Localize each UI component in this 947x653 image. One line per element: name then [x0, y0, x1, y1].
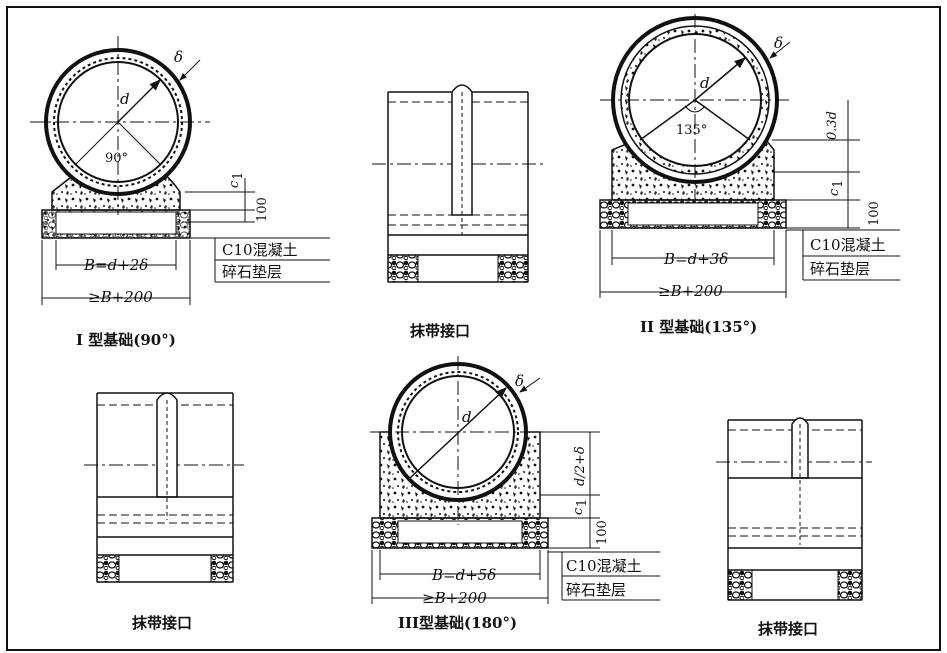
p3-concrete: C10混凝土: [810, 236, 886, 254]
p1-c1: c: [227, 180, 242, 188]
panel-type-i: δ d 90° c 1 100 C10混凝土 碎石垫层 B=d+2δ ≥B+20…: [30, 36, 330, 349]
p5-c1-sub: 1: [575, 499, 590, 507]
p3-b-label: B=d+3δ: [663, 250, 728, 268]
panel-type-iii: δ d d/2+δ c 1 100 C10混凝土 碎石垫层 B=d+5δ ≥B+…: [370, 356, 660, 632]
p5-concrete: C10混凝土: [566, 557, 642, 575]
p5-outer-label: ≥B+200: [422, 589, 487, 607]
panel-type-ii: δ d 135° 0.3d c 1 100 C10混凝土 碎石垫层 B=d+3δ…: [599, 14, 900, 336]
panel-joint-left: 抹带接口: [84, 392, 244, 632]
panel-joint-top: 抹带接口: [372, 84, 546, 340]
p3-diameter: d: [700, 74, 710, 92]
p5-c1: c: [571, 507, 586, 515]
p1-angle: 90°: [105, 151, 128, 166]
p5-caption: III型基础(180°): [398, 614, 517, 632]
p3-h100: 100: [867, 201, 882, 226]
p5-delta: δ: [515, 372, 524, 390]
p1-concrete: C10混凝土: [222, 241, 298, 259]
p1-caption: I 型基础(90°): [76, 331, 176, 349]
p3-caption: II 型基础(135°): [640, 318, 757, 336]
p5-h100: 100: [595, 520, 610, 545]
p3-delta: δ: [774, 34, 783, 52]
p5-diameter: d: [462, 408, 472, 426]
p5-b-label: B=d+5δ: [431, 566, 496, 584]
p3-d03: 0.3d: [825, 111, 840, 140]
p1-gravel: 碎石垫层: [222, 263, 282, 281]
drawing-frame: [6, 6, 941, 651]
p6-caption: 抹带接口: [758, 620, 818, 638]
p3-c1-sub: 1: [831, 180, 846, 188]
p2-caption: 抹带接口: [410, 322, 470, 340]
panel-joint-right: 抹带接口: [716, 417, 872, 638]
p1-h100: 100: [255, 197, 270, 222]
p1-c1-sub: 1: [231, 172, 246, 180]
p1-delta: δ: [174, 48, 183, 66]
p1-b-label: B=d+2δ: [83, 256, 148, 274]
p3-c1: c: [827, 188, 842, 196]
p3-gravel: 碎石垫层: [810, 260, 870, 278]
p3-angle: 135°: [676, 123, 707, 138]
p1-outer-label: ≥B+200: [88, 288, 153, 306]
p4-caption: 抹带接口: [132, 614, 192, 632]
p3-outer-label: ≥B+200: [658, 282, 723, 300]
p1-diameter: d: [120, 90, 130, 108]
p5-half: d/2+δ: [573, 446, 588, 486]
p5-gravel: 碎石垫层: [566, 581, 626, 599]
